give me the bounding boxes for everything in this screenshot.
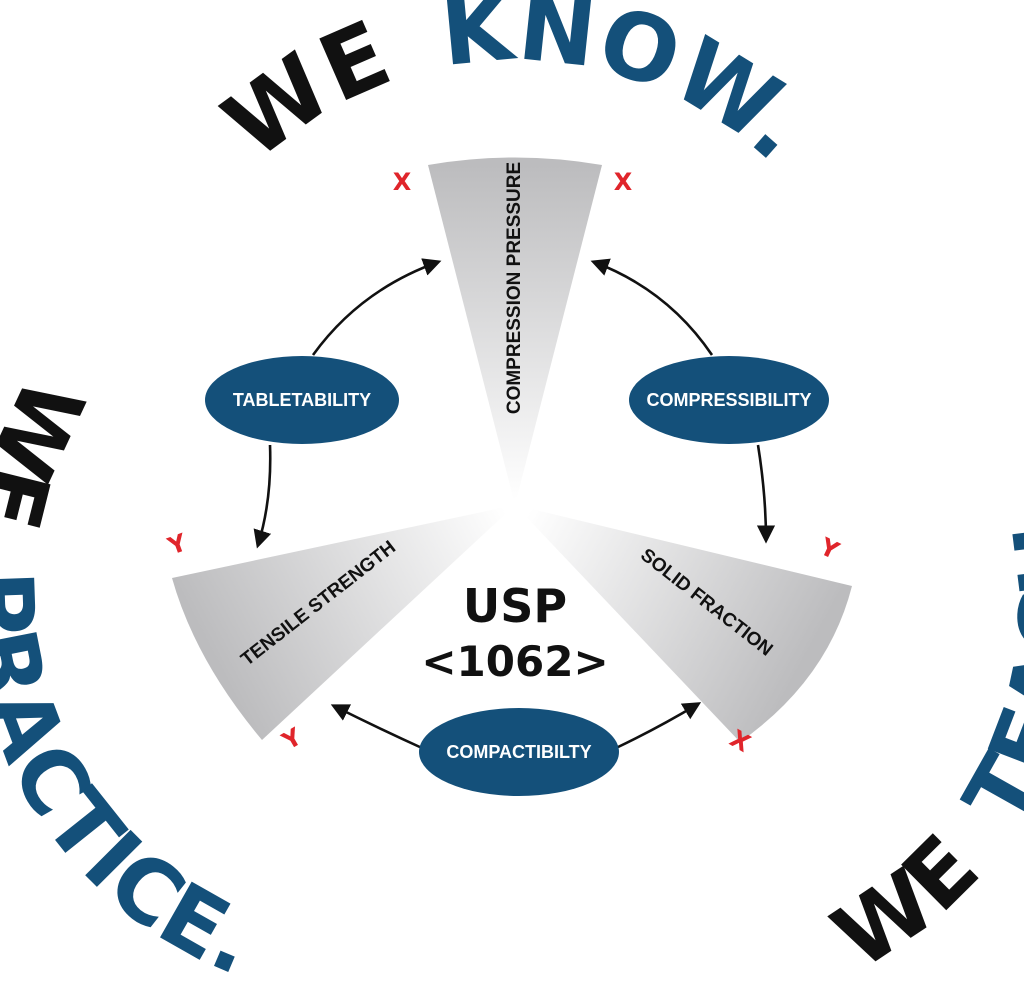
ring-right-we: WE (815, 815, 998, 988)
pill-compressibility-shape (629, 356, 829, 444)
center-title-number: <1062> (421, 637, 608, 686)
arrow-tabletability-down (253, 444, 272, 549)
ring-text-right: WE TEACH. (815, 481, 1024, 989)
pill-compactibility: COMPACTIBILTY (419, 708, 619, 796)
sector-tensile-strength (172, 505, 515, 740)
ring-top-we: WE (205, 0, 405, 179)
axis-letter-left-bottom: Y (277, 722, 307, 756)
axis-letter-right-top: Y (815, 532, 844, 565)
arrow-compressibility-down (756, 444, 776, 544)
arrow-compactibility-left (330, 704, 423, 750)
sector-compression-pressure (428, 157, 602, 505)
ring-left-we: WE (0, 363, 104, 539)
ring-text-top: WE KNOW. (205, 0, 829, 181)
label-compression-pressure: COMPRESSION PRESSURE (504, 162, 525, 414)
axis-letter-top-left: X (393, 168, 412, 196)
axis-letter-left-top: Y (163, 528, 190, 561)
pill-tabletability-label: TABLETABILITY (233, 390, 371, 410)
ring-top-know: KNOW. (437, 0, 829, 181)
pill-tabletability-shape (205, 356, 399, 444)
sector-solid-fraction (515, 505, 852, 742)
arrow-compactibility-right (615, 702, 702, 750)
ring-right-teach: TEACH. (944, 481, 1024, 842)
pill-tabletability: TABLETABILITY (205, 356, 399, 444)
pill-compressibility-label: COMPRESSIBILITY (646, 390, 811, 410)
center-title-usp: USP (463, 579, 567, 633)
arrow-tabletability-up (311, 258, 442, 356)
arrow-compressibility-up (590, 258, 714, 356)
pill-compressibility: COMPRESSIBILITY (629, 356, 829, 444)
pill-compactibility-shape (419, 708, 619, 796)
arrows (253, 258, 776, 750)
axis-letter-top-right: X (614, 168, 633, 196)
pill-compactibility-label: COMPACTIBILTY (446, 742, 591, 762)
sectors (172, 157, 852, 742)
